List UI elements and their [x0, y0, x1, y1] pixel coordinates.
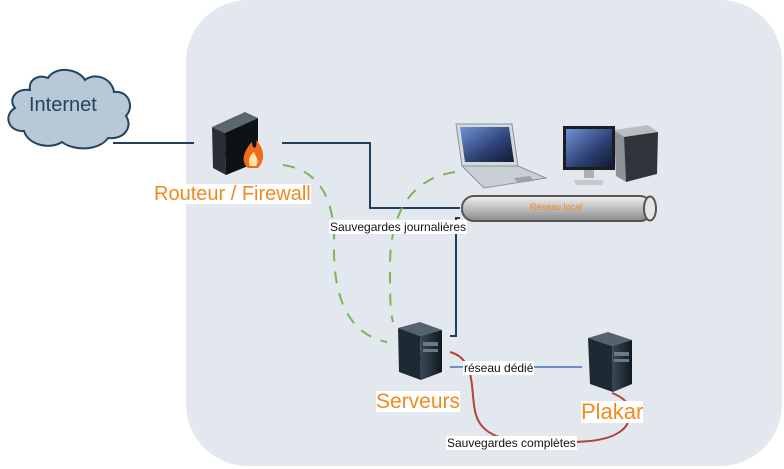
- plakar-tower-icon: [588, 332, 632, 392]
- lan-label: Réseau local: [530, 202, 583, 212]
- daily-backups-label: Sauvegardes journalières: [329, 220, 468, 234]
- full-backups-label: Sauvegardes complètes: [446, 436, 577, 450]
- laptop-icon: [455, 123, 548, 189]
- lan-servers-link: [450, 217, 460, 337]
- lan-bus-icon: [461, 195, 657, 222]
- internet-label: Internet: [29, 94, 97, 116]
- firewall-icon: [212, 112, 264, 175]
- servers-tower-icon: [398, 322, 442, 380]
- firewall-lan-link: [282, 142, 460, 209]
- servers-label: Serveurs: [376, 390, 461, 413]
- daily-backup-laptop-path: [388, 171, 456, 323]
- plakar-label: Plakar: [581, 399, 644, 424]
- firewall-label: Routeur / Firewall: [154, 183, 311, 205]
- desktop-computer-icon: [563, 125, 658, 185]
- dedicated-network-label: réseau dédié: [463, 361, 535, 375]
- daily-backup-firewall-path: [282, 164, 388, 343]
- local-site-zone: [186, 0, 782, 466]
- internet-cloud-icon: [7, 69, 131, 150]
